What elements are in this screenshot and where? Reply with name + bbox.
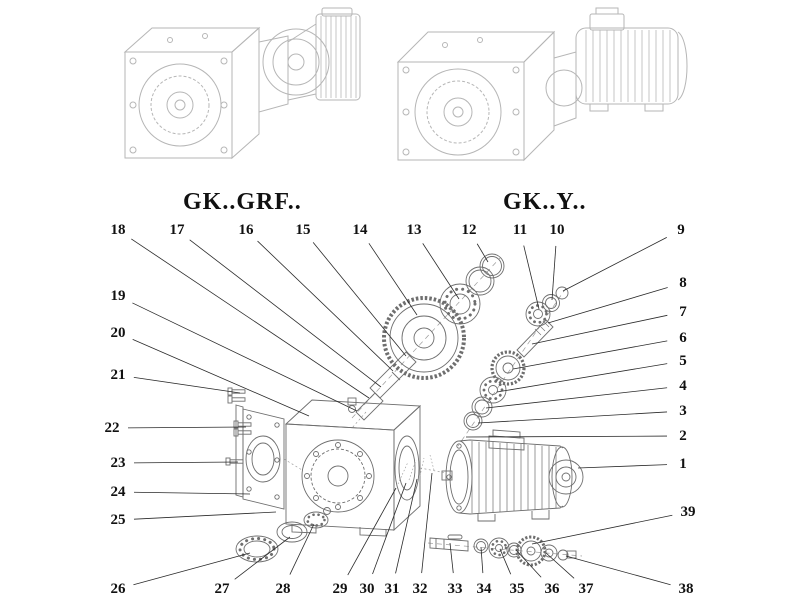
part-number-15: 15	[296, 222, 311, 238]
leader-line-9	[562, 236, 667, 292]
leader-line-18	[131, 238, 370, 399]
leader-line-15	[312, 242, 407, 357]
leader-line-22	[127, 426, 247, 429]
motor-drawing	[441, 429, 584, 522]
housing-drawing	[284, 397, 422, 537]
leader-line-11	[523, 245, 540, 310]
leader-line-27	[234, 536, 291, 580]
part-number-32: 32	[413, 581, 428, 597]
callout-layer: 1234567891011121314151617181920212223242…	[105, 222, 696, 597]
leader-line-37	[545, 552, 575, 579]
gearbox-drawing-gk-y	[396, 7, 688, 162]
part-number-14: 14	[353, 222, 369, 238]
mounting-bolts	[397, 454, 435, 485]
leader-line-24	[133, 491, 251, 495]
leader-line-33	[449, 542, 454, 574]
part-number-26: 26	[111, 581, 127, 597]
leader-line-2	[465, 435, 668, 438]
gearbox-drawing-gk-grf	[123, 7, 361, 160]
part-number-13: 13	[407, 222, 422, 238]
part-number-5: 5	[679, 353, 687, 369]
part-number-27: 27	[215, 581, 231, 597]
model-label-gk-grf: GK..GRF..	[183, 189, 302, 215]
part-number-6: 6	[679, 330, 687, 346]
part-number-19: 19	[111, 288, 126, 304]
leader-line-39	[531, 514, 673, 545]
part-number-28: 28	[276, 581, 291, 597]
leader-line-4	[485, 387, 668, 409]
leader-line-30	[372, 482, 407, 575]
leader-line-38	[565, 555, 671, 586]
part-number-23: 23	[111, 455, 126, 471]
leader-line-19	[132, 302, 358, 412]
part-number-30: 30	[360, 581, 375, 597]
leader-line-13	[422, 243, 460, 300]
motor-ghost-drawing	[575, 7, 688, 112]
part-number-36: 36	[545, 581, 561, 597]
part-number-34: 34	[477, 581, 493, 597]
exploded-view	[225, 253, 584, 567]
leader-line-26	[133, 552, 251, 586]
leader-line-28	[289, 523, 315, 575]
construction-lines	[283, 411, 447, 474]
leader-line-14	[368, 243, 418, 316]
bearing-seal-parts	[235, 507, 331, 563]
part-number-11: 11	[513, 222, 527, 238]
part-number-2: 2	[679, 428, 687, 444]
leader-line-6	[512, 340, 668, 370]
leader-line-29	[347, 487, 397, 576]
part-number-9: 9	[677, 222, 685, 238]
leader-line-7	[531, 314, 668, 345]
leader-line-21	[133, 376, 241, 394]
part-number-10: 10	[550, 222, 565, 238]
output-gear-assembly	[351, 253, 505, 421]
part-number-8: 8	[679, 275, 687, 291]
leader-line-32	[421, 472, 433, 574]
part-number-12: 12	[462, 222, 477, 238]
part-number-33: 33	[448, 581, 463, 597]
part-number-20: 20	[111, 325, 126, 341]
part-number-25: 25	[111, 512, 126, 528]
part-number-3: 3	[679, 403, 687, 419]
leader-line-10	[551, 245, 557, 301]
leader-line-1	[577, 464, 668, 469]
leader-line-36	[515, 549, 542, 578]
part-number-7: 7	[679, 304, 687, 320]
leader-line-16	[257, 240, 394, 372]
leader-line-23	[133, 461, 239, 464]
model-label-gk-y: GK..Y..	[503, 189, 587, 215]
part-number-18: 18	[111, 222, 126, 238]
part-number-21: 21	[111, 367, 126, 383]
leader-line-25	[133, 511, 277, 520]
part-number-29: 29	[333, 581, 348, 597]
output-shaft-assembly	[427, 534, 583, 567]
leader-line-34	[480, 546, 484, 574]
leader-line-5	[496, 363, 668, 393]
flange-plate-drawing	[235, 404, 285, 510]
part-number-1: 1	[679, 456, 687, 472]
part-number-31: 31	[385, 581, 400, 597]
part-number-24: 24	[111, 484, 127, 500]
leader-line-20	[132, 339, 310, 417]
part-number-37: 37	[579, 581, 595, 597]
part-number-35: 35	[510, 581, 525, 597]
part-number-39: 39	[681, 504, 696, 520]
part-number-38: 38	[679, 581, 694, 597]
part-number-22: 22	[105, 420, 120, 436]
leader-line-35	[499, 548, 512, 575]
leader-line-3	[477, 411, 668, 424]
leader-line-12	[476, 243, 489, 263]
leader-line-31	[395, 478, 418, 574]
part-number-16: 16	[239, 222, 255, 238]
leader-line-8	[547, 287, 668, 324]
part-number-17: 17	[170, 222, 186, 238]
part-number-4: 4	[679, 378, 687, 394]
leader-line-17	[189, 239, 382, 388]
